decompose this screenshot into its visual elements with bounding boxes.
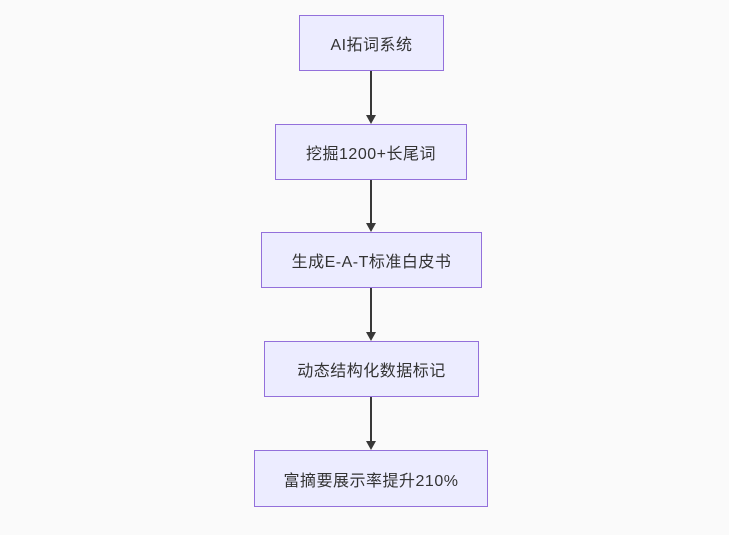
arrow-head-icon <box>366 115 376 124</box>
flow-node-ai-keyword-system: AI拓词系统 <box>299 15 444 71</box>
flow-node-structured-data: 动态结构化数据标记 <box>264 341 479 397</box>
flow-node-rich-snippet-result: 富摘要展示率提升210% <box>254 450 488 507</box>
flow-node-label: 富摘要展示率提升210% <box>283 472 459 490</box>
arrow-connector-2 <box>366 180 376 232</box>
arrow-shaft <box>370 288 372 334</box>
flow-node-eat-whitepaper: 生成E-A-T标准白皮书 <box>261 232 482 288</box>
arrow-head-icon <box>366 223 376 232</box>
arrow-shaft <box>370 180 372 225</box>
arrow-shaft <box>370 71 372 117</box>
arrow-connector-1 <box>366 71 376 124</box>
arrow-head-icon <box>366 332 376 341</box>
arrow-connector-4 <box>366 397 376 450</box>
arrow-connector-3 <box>366 288 376 341</box>
arrow-head-icon <box>366 441 376 450</box>
flow-node-label: 生成E-A-T标准白皮书 <box>291 254 452 271</box>
flow-node-label: 挖掘1200+长尾词 <box>306 146 436 163</box>
flow-node-longtail-mining: 挖掘1200+长尾词 <box>275 124 467 180</box>
arrow-shaft <box>370 397 372 443</box>
flow-node-label: AI拓词系统 <box>330 37 413 54</box>
flow-node-label: 动态结构化数据标记 <box>297 363 446 380</box>
